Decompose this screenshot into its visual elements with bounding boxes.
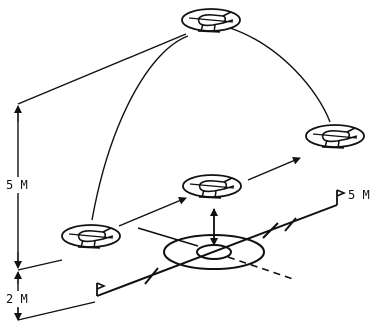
height-lower-label: 2 M bbox=[6, 292, 28, 306]
flag-distance-label: 5 M bbox=[348, 188, 370, 202]
end-flag-icon bbox=[336, 189, 347, 205]
helicopter-right-icon bbox=[305, 124, 365, 149]
start-flag-icon bbox=[96, 282, 107, 296]
hover-forward-arrows bbox=[118, 157, 301, 227]
ground-line bbox=[96, 204, 338, 297]
flight-path-arcs bbox=[91, 27, 331, 221]
height-upper-label: 5 M bbox=[6, 178, 28, 192]
helicopter-top-icon bbox=[181, 8, 241, 33]
helicopter-left-icon bbox=[61, 224, 121, 249]
helicopter-center-icon bbox=[182, 174, 242, 199]
